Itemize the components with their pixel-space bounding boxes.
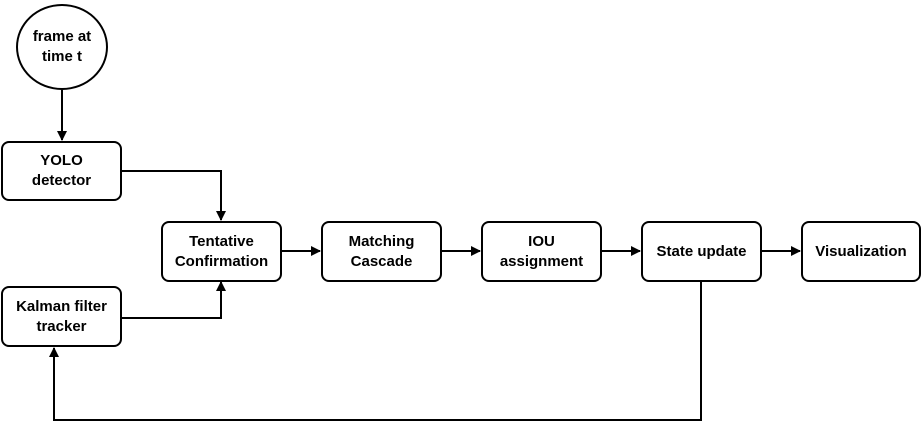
node-iou-assignment: IOU assignment [481, 221, 602, 282]
node-yolo-detector: YOLO detector [1, 141, 122, 201]
node-matching-cascade: Matching Cascade [321, 221, 442, 282]
node-tentative-confirmation: Tentative Confirmation [161, 221, 282, 282]
node-frame: frame at time t [16, 4, 108, 90]
edge-yolo-to-tentative [121, 170, 226, 221]
node-visualization: Visualization [801, 221, 921, 282]
edge-kalman-to-tentative [121, 281, 226, 319]
node-kalman-filter-tracker: Kalman filter tracker [1, 286, 122, 347]
node-state-update: State update [641, 221, 762, 282]
edge-state-feedback-to-kalman [49, 282, 702, 421]
